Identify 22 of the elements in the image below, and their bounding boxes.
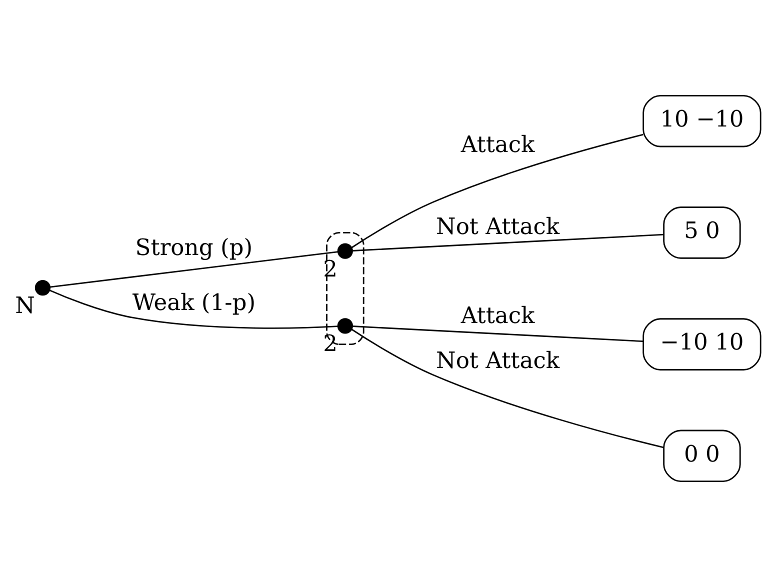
edge-label: Attack [460,302,535,329]
edge-label: Not Attack [436,348,560,374]
node-box: 0 0 [663,430,741,482]
connector [351,328,664,448]
connector [49,290,338,329]
connector [50,251,338,288]
edge-label: Weak (1-p) [132,290,256,316]
node-circle [337,243,353,259]
node-label: N [15,293,35,319]
node-box: −10 10 [642,318,762,370]
edge-label: Not Attack [436,214,560,240]
connector [352,234,664,252]
edge-label: Strong (p) [135,235,253,262]
edge-label: Attack [460,132,535,158]
node-box: 10 −10 [642,94,762,148]
node-circle [337,318,353,334]
node-circle [34,280,51,296]
node-label: 2 [323,331,338,358]
connector [351,134,644,248]
connector [352,326,644,342]
node-box: 5 0 [663,206,741,259]
node-label: 2 [323,256,338,282]
